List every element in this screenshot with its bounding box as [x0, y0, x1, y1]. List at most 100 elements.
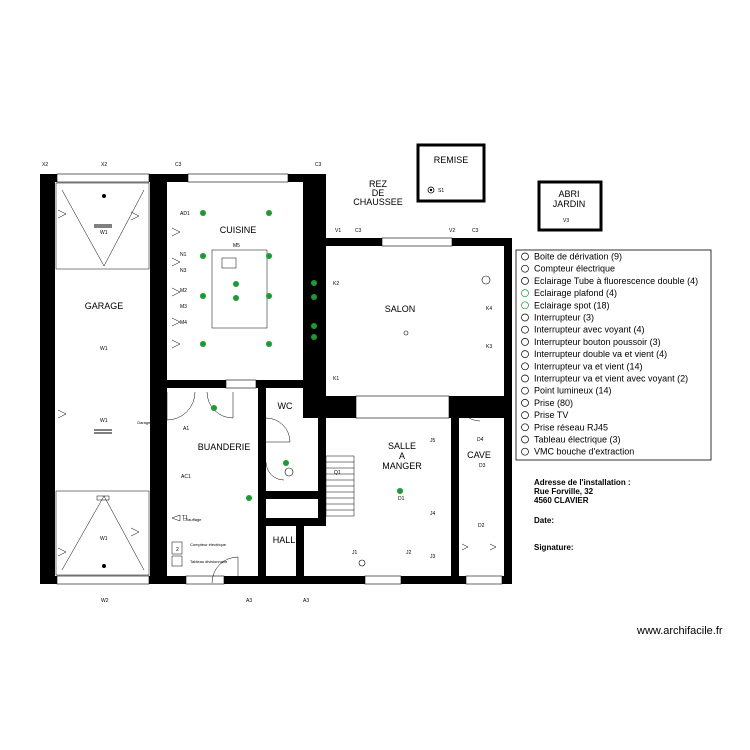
abri-line2: JARDIN [553, 199, 586, 209]
legend-label: Interrupteur va et vient avec voyant (2) [534, 374, 688, 384]
label-j1: J1 [352, 550, 358, 556]
legend-label: Interrupteur bouton poussoir (3) [534, 337, 661, 347]
legend-label: Interrupteur double va et vient (4) [534, 349, 667, 359]
switch-icon [521, 313, 529, 322]
label-a3-b: A3 [303, 598, 309, 604]
electrical-panel-icon [521, 435, 529, 444]
label-s1: S1 [438, 188, 444, 194]
label-w1-c: W1 [100, 418, 108, 424]
label-m3: M3 [180, 304, 187, 310]
symbol-labels: X2 X2 C3 C3 V1 V2 C3 C3 S1 V3 W2 A3 A3 W… [42, 162, 569, 604]
legend-row: Eclairage Tube à fluorescence double (4) [521, 276, 698, 286]
label-c3-c: C3 [355, 228, 362, 234]
legend-label: Prise TV [534, 410, 568, 420]
legend-row: Interrupteur va et vient avec voyant (2) [521, 374, 688, 384]
doors [166, 391, 500, 584]
label-c3-b: C3 [315, 162, 322, 168]
label-d4: D4 [477, 437, 484, 443]
watermark: www.archifacile.fr [636, 625, 723, 637]
label-m2: M2 [180, 288, 187, 294]
walls [40, 174, 512, 584]
legend-row: Interrupteur (3) [521, 313, 594, 323]
two-way-switch-indicator-icon [521, 374, 529, 383]
label-j4: J4 [430, 511, 436, 517]
label-t1: T1 [182, 515, 188, 521]
label-w1-b: W1 [100, 346, 108, 352]
label-v1: V1 [335, 228, 341, 234]
legend-row: Interrupteur bouton poussoir (3) [521, 337, 661, 347]
double-two-way-switch-icon [521, 350, 529, 358]
label-x2-a: X2 [42, 162, 48, 168]
abri-line1: ABRI [558, 189, 579, 199]
label-k1: K1 [333, 376, 339, 382]
label-tableau: Tableau divisionnaire [190, 559, 228, 564]
label-a3-a: A3 [246, 598, 252, 604]
legend-row: Compteur électrique [521, 264, 615, 274]
push-button-icon [521, 338, 529, 346]
legend-label: VMC bouche d'extraction [534, 447, 634, 457]
label-q1: Q1 [334, 470, 341, 476]
legend: Boite de dérivation (9) Compteur électriq… [515, 249, 712, 461]
room-cave: CAVE [467, 450, 491, 460]
room-hall: HALL [273, 535, 296, 545]
legend-label: Interrupteur (3) [534, 313, 594, 323]
room-salle-line3: MANGER [382, 461, 422, 471]
light-point-icon [521, 386, 529, 395]
label-x2-b: X2 [101, 162, 107, 168]
legend-label: Prise réseau RJ45 [534, 422, 608, 432]
legend-row: Interrupteur avec voyant (4) [521, 325, 645, 335]
legend-label: Compteur électrique [534, 264, 615, 274]
legend-label: Point lumineux (14) [534, 386, 612, 396]
label-k4: K4 [486, 306, 492, 312]
windows [56, 173, 503, 585]
label-a1: A1 [183, 426, 189, 432]
socket-symbols [102, 186, 491, 568]
label-j3: J3 [430, 554, 436, 560]
room-salle-line2: A [399, 451, 405, 461]
room-cuisine: CUISINE [220, 225, 257, 235]
label-m4: M4 [180, 320, 187, 326]
legend-row: Prise réseau RJ45 [521, 422, 608, 432]
address-city: 4560 CLAVIER [534, 496, 589, 505]
vmc-icon [521, 447, 529, 456]
legend-row: Interrupteur va et vient (14) [521, 361, 643, 371]
room-salle-line1: SALLE [388, 441, 416, 451]
label-n1: N1 [180, 252, 187, 258]
legend-row: Prise (80) [521, 398, 573, 408]
label-v3: V3 [563, 218, 569, 224]
info-block: Adresse de l'installation : Rue Forville… [534, 478, 631, 552]
legend-label: Prise (80) [534, 398, 573, 408]
switch-indicator-icon [521, 325, 529, 334]
label-v2: V2 [449, 228, 455, 234]
room-remise: REMISE [434, 155, 469, 165]
label-c3-d: C3 [472, 228, 479, 234]
room-labels: CUISINE GARAGE SALON BUANDERIE WC SALLE … [85, 155, 586, 545]
label-k3: K3 [486, 344, 492, 350]
tv-socket-icon [521, 411, 529, 419]
legend-row: Point lumineux (14) [521, 386, 612, 396]
label-k2: K2 [333, 281, 339, 287]
label-compteur: Compteur électrique [190, 542, 227, 547]
ceiling-light-icon [521, 289, 529, 297]
junction-box-icon [521, 252, 529, 261]
room-salon: SALON [385, 304, 416, 314]
legend-row: Interrupteur double va et vient (4) [521, 349, 667, 359]
legend-row: Prise TV [521, 410, 568, 420]
label-c3-a: C3 [175, 162, 182, 168]
legend-row: Tableau électrique (3) [521, 435, 621, 445]
legend-row: VMC bouche d'extraction [521, 447, 634, 457]
label-garage-switch: Garage [137, 420, 151, 425]
room-buanderie: BUANDERIE [198, 442, 251, 452]
rez-line2: DE [372, 188, 385, 198]
fluorescent-tube-icon [521, 277, 529, 285]
label-chauffage: Chauffage [183, 517, 202, 522]
abri-jardin-building [537, 180, 603, 232]
label-m5: M5 [233, 243, 240, 249]
legend-label: Boite de dérivation (9) [534, 252, 622, 262]
label-d2: D2 [478, 523, 485, 529]
remise-building [416, 143, 486, 203]
label-d1: D1 [398, 496, 405, 502]
switch-symbols [57, 209, 497, 567]
spot-light-icon [521, 301, 529, 310]
address-street: Rue Forville, 32 [534, 487, 594, 496]
